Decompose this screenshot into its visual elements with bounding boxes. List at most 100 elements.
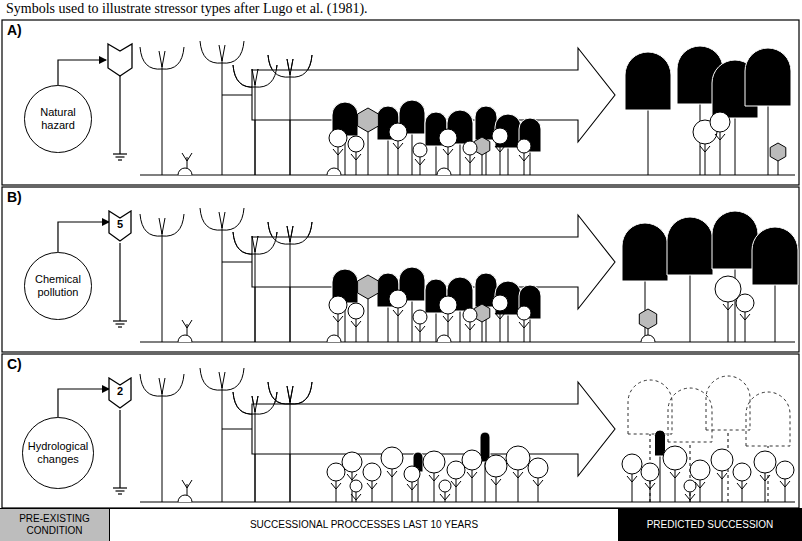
stressor-circle: Natural hazard [24, 85, 91, 152]
late-tree [412, 301, 413, 342]
late-tree [530, 319, 531, 342]
band-label: PRE-EXISTING CONDITION [4, 513, 105, 537]
late-tree-crown [622, 223, 668, 281]
late-tree-crown [628, 380, 672, 434]
early-tree-crown [348, 136, 364, 152]
pioneer-tree [159, 218, 165, 234]
late-tree-crown [752, 227, 798, 285]
mid-tree-crown [358, 108, 379, 132]
mid-tree-crown [770, 143, 786, 161]
early-tree [645, 481, 655, 502]
early-tree-crown [423, 451, 445, 473]
pioneer-tree [140, 374, 184, 396]
early-tree-crown [389, 290, 407, 308]
pioneer-tree [222, 59, 223, 175]
early-tree-crown [329, 129, 347, 147]
early-tree-crown [413, 143, 427, 157]
early-tree-crown [733, 463, 751, 481]
early-tree-crown [329, 296, 347, 314]
stressor-symbol: 2 [108, 377, 132, 409]
mid-tree [482, 155, 483, 175]
pioneer-tree [290, 240, 291, 342]
ground-symbol [118, 159, 122, 160]
ground-line [140, 341, 795, 342]
seedling [641, 335, 655, 342]
early-tree-crown [463, 308, 477, 322]
timeline-band: PREDICTED SUCCESSION [618, 508, 802, 541]
pioneer-tree [287, 226, 293, 242]
pioneer-tree [200, 41, 244, 63]
early-tree [740, 312, 750, 342]
early-tree-crown [439, 296, 457, 314]
ground-symbol [113, 487, 127, 488]
late-tree-crown [655, 430, 666, 456]
early-tree [495, 144, 505, 175]
late-tree-crown [746, 392, 790, 446]
band-label: PREDICTED SUCCESSION [647, 519, 774, 531]
ground-symbol [113, 320, 127, 321]
early-tree-crown [350, 480, 362, 492]
ground-line [140, 174, 795, 175]
stressor-number: 5 [117, 218, 123, 230]
early-tree-crown [528, 458, 548, 478]
late-tree [530, 152, 531, 175]
pioneer-tree [140, 47, 184, 69]
pioneer-tree [159, 51, 165, 67]
mid-tree [482, 322, 483, 342]
seedling [437, 335, 451, 342]
late-tree [768, 106, 769, 175]
pioneer-tree [255, 83, 256, 175]
seedling [178, 335, 192, 342]
late-tree [436, 313, 437, 342]
pioneer-tree [255, 410, 256, 502]
panel-frame [2, 187, 799, 352]
succession-arrow [222, 429, 252, 430]
chevron-outline [109, 378, 131, 408]
early-tree [387, 469, 397, 502]
pioneer-tree [162, 392, 163, 502]
early-tree [351, 492, 361, 502]
panel-label: A) [7, 22, 22, 38]
early-tree-crown [404, 466, 420, 482]
ground-symbol [116, 323, 125, 324]
pioneer-tree [252, 69, 258, 85]
pioneer-tree [233, 392, 277, 414]
pioneer-tree [290, 400, 291, 502]
late-tree [735, 118, 736, 175]
early-tree-crown [439, 480, 451, 492]
pioneer-tree [222, 386, 223, 502]
stressor-wire [58, 389, 109, 417]
ground-symbol [116, 156, 125, 157]
early-tree-crown [506, 446, 530, 470]
early-tree-crown [517, 306, 531, 320]
panel-label: B) [7, 189, 22, 205]
late-tree [690, 275, 691, 342]
late-tree-crown [667, 217, 713, 275]
pioneer-tree [287, 59, 293, 75]
stressor-circle: Chemical pollution [24, 252, 91, 319]
early-tree-crown [684, 480, 696, 492]
early-tree-crown [736, 294, 754, 312]
early-tree-crown [711, 449, 733, 471]
seedling [178, 495, 192, 502]
stressor-number: 2 [117, 385, 123, 397]
ground-symbol [118, 493, 122, 494]
ground-line [140, 501, 795, 502]
late-tree-crown [668, 388, 712, 442]
early-tree-crown [517, 139, 531, 153]
early-tree [367, 481, 377, 502]
early-tree-crown [492, 295, 508, 311]
mid-tree [368, 132, 369, 175]
early-tree-crown [363, 463, 381, 481]
early-tree [491, 477, 501, 502]
early-tree-crown [485, 455, 507, 477]
stressor-wire [58, 60, 106, 86]
stressor-circle: Hydrological changes [22, 417, 94, 489]
pioneer-tree [287, 386, 293, 402]
early-tree-crown [381, 447, 403, 469]
early-tree [533, 478, 543, 502]
panel-frame [2, 354, 799, 508]
early-tree-crown [710, 112, 730, 132]
